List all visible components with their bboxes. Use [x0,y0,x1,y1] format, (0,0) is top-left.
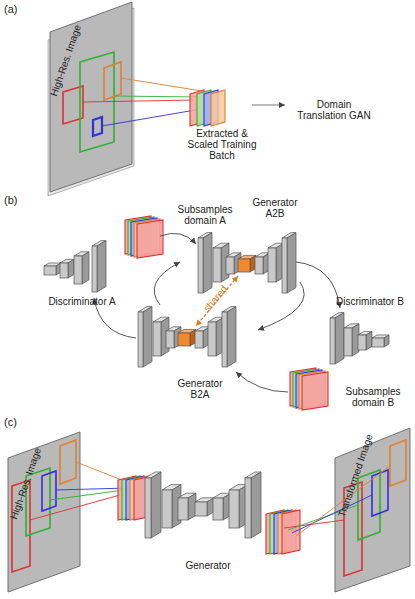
crop-region [390,440,406,486]
flow-arrow [258,282,304,330]
block-side [227,307,236,367]
caption-label: Discriminator A [42,296,122,307]
block-side [143,307,152,367]
caption-label: Generator A2B [250,197,300,219]
block-front [213,248,221,282]
block-front [145,478,151,538]
crop-region [372,470,388,516]
block-front [138,312,143,367]
sample-slice [302,372,328,410]
caption-label: Subsamples domain A [175,204,235,226]
block-side [384,335,389,347]
block-front [195,331,203,348]
panel-letter: (b) [4,194,17,207]
block-side [203,233,212,293]
block-front [178,333,190,346]
block-front [74,256,82,284]
block-front [229,490,239,528]
sample-line [83,100,193,102]
block-front [198,238,203,293]
block-front [245,478,251,538]
sample-slice [282,510,300,554]
sample-line [30,495,120,520]
panel-letter: (a) [4,3,17,16]
image-panel [335,428,410,592]
image-panel [8,432,80,592]
flow-arrow [160,233,196,244]
block-front [44,266,56,275]
sample-line [114,96,200,97]
block-front [166,331,174,348]
sample-line [292,495,372,533]
block-front [153,322,161,356]
block-front [222,312,227,367]
block-front [195,502,207,516]
caption-label: Extracted & Scaled Training Batch [186,128,258,161]
flow-arrow [236,372,288,392]
block-front [372,338,384,347]
block-front [344,328,352,356]
shared-link [196,276,238,326]
block-side [335,313,344,364]
panel-letter: (c) [4,416,17,429]
block-front [282,238,287,293]
block-front [92,246,97,292]
block-side [82,252,89,284]
block-side [68,259,74,278]
flow-arrow [252,105,285,106]
sample-line [284,520,344,528]
block-front [330,318,335,364]
block-side [251,472,261,538]
block-front [162,490,172,528]
sample-slice [211,90,225,126]
block-front [208,322,216,356]
caption-label: Discriminator B [330,296,410,307]
block-front [268,248,276,282]
crop-region [60,440,76,484]
block-front [213,498,223,520]
block-front [226,257,234,274]
block-front [178,498,188,520]
block-front [255,257,263,274]
block-front [238,259,250,272]
caption-label: Subsamples domain B [337,386,409,408]
block-side [287,233,296,293]
caption-label: Generator B2A [170,378,230,400]
flow-arrow [154,262,180,305]
sample-line [50,490,124,500]
image-panel [50,2,132,192]
block-front [60,263,68,278]
block-side [151,472,161,538]
crop-region [358,470,380,540]
block-side [97,241,106,292]
caption-label: Generator [178,560,238,571]
caption-label: Domain Translation GAN [292,99,376,121]
crop-region [104,62,121,100]
sample-line [56,488,128,490]
crop-region [42,471,56,511]
crop-region [93,117,102,136]
sample-slice [137,220,163,258]
block-side [366,331,372,350]
block-front [358,335,366,350]
